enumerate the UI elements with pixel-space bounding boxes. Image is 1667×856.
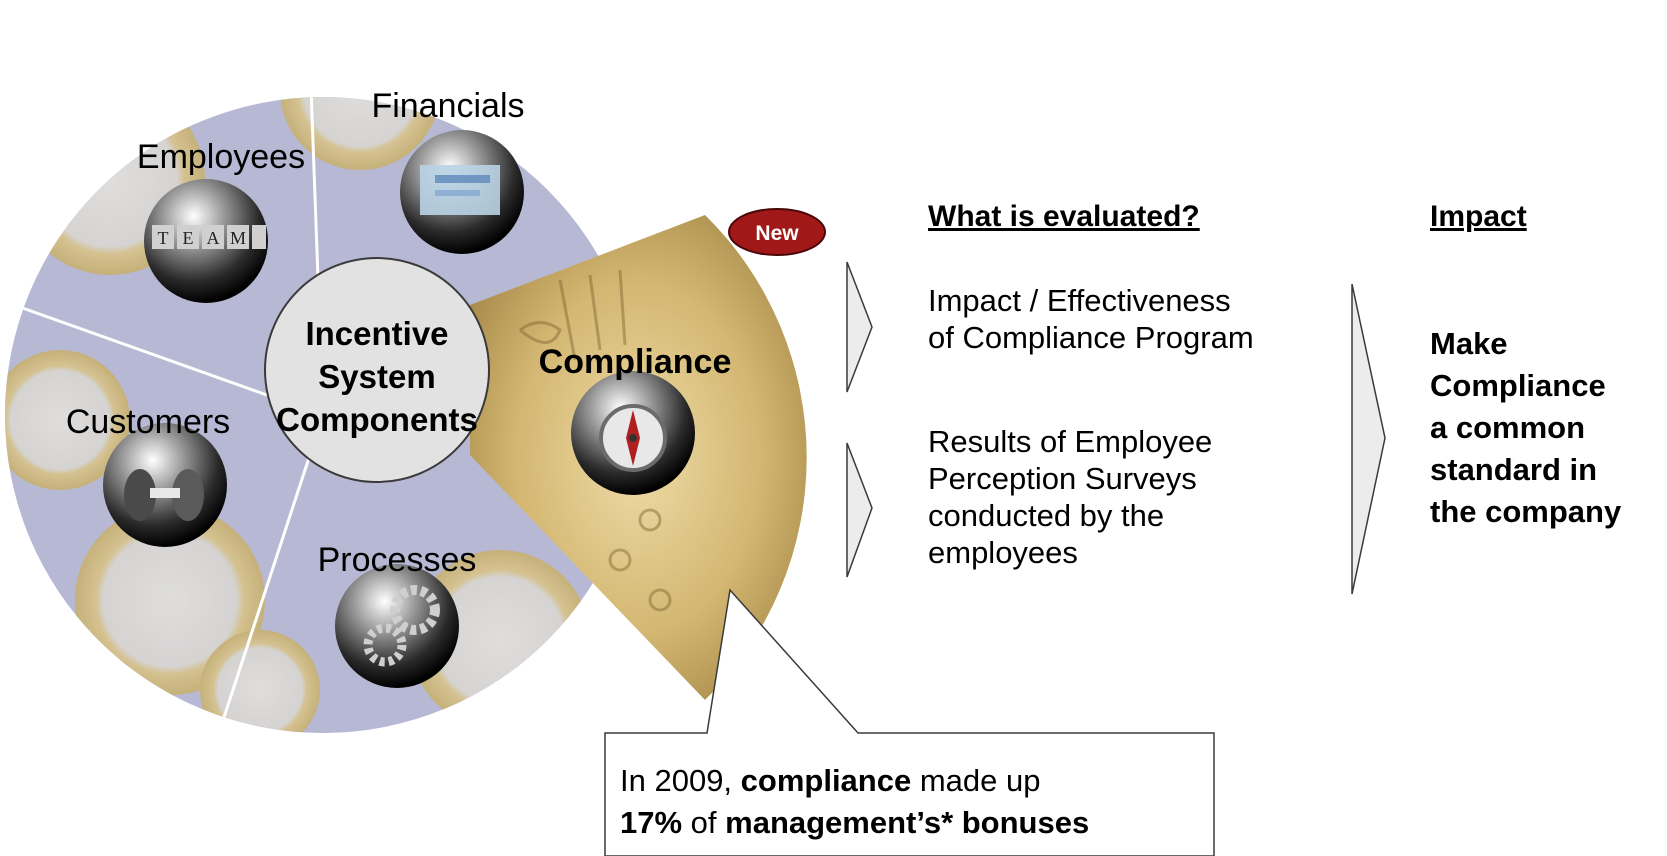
- evaluation-item-2-line-1: Results of Employee: [928, 424, 1213, 459]
- callout-bold-2: 17%: [620, 805, 683, 840]
- impact-line-1: Make: [1430, 326, 1508, 361]
- impact-line-2: Compliance: [1430, 368, 1606, 403]
- evaluation-item-1-line-1: Impact / Effectiveness: [928, 283, 1231, 318]
- segment-label-employees: Employees: [137, 138, 305, 176]
- handshake-icon: [103, 423, 227, 547]
- callout-shape: [604, 588, 1215, 856]
- evaluation-item-2-line-2: Perception Surveys: [928, 461, 1197, 496]
- evaluation-item-2-line-3: conducted by the: [928, 498, 1165, 533]
- svg-text:A: A: [207, 228, 220, 248]
- callout-text-1: In 2009,: [620, 763, 741, 798]
- segment-label-financials: Financials: [371, 87, 524, 125]
- callout-bold-3: management’s* bonuses: [725, 805, 1090, 840]
- segment-label-compliance: Compliance: [539, 343, 732, 381]
- callout-line-1: In 2009, compliance made up: [620, 760, 1220, 802]
- callout-line-2: 17% of management’s* bonuses: [620, 802, 1220, 844]
- center-label-line-3: Components: [276, 401, 478, 438]
- impact-line-3: a common: [1430, 410, 1586, 445]
- new-badge: New: [728, 208, 826, 256]
- segment-icons: T E A M: [103, 130, 695, 688]
- callout-text-3: of: [682, 805, 726, 840]
- center-label-line-2: System: [318, 358, 435, 395]
- svg-text:M: M: [230, 228, 246, 248]
- segment-label-customers: Customers: [66, 403, 230, 441]
- impact-line-5: the company: [1430, 494, 1622, 529]
- evaluation-item-2: Results of Employee Perception Surveys c…: [928, 423, 1212, 571]
- center-hub: Incentive System Components: [264, 257, 490, 483]
- callout-note: In 2009, compliance made up 17% of manag…: [620, 760, 1220, 844]
- svg-text:E: E: [183, 228, 194, 248]
- impact-statement: Make Compliance a common standard in the…: [1430, 323, 1621, 533]
- segment-label-processes: Processes: [318, 541, 477, 579]
- callout-bold-1: compliance: [740, 763, 912, 798]
- evaluation-item-1: Impact / Effectiveness of Compliance Pro…: [928, 282, 1254, 356]
- impact-heading: Impact: [1430, 200, 1527, 233]
- arrows: [846, 261, 1386, 595]
- center-label-line-1: Incentive: [305, 315, 448, 352]
- svg-text:T: T: [158, 228, 169, 248]
- documents-icon: [400, 130, 524, 254]
- impact-line-4: standard in: [1430, 452, 1598, 487]
- arrow-to-item-1: [846, 261, 873, 393]
- evaluation-heading: What is evaluated?: [928, 200, 1200, 233]
- arrow-to-item-2: [846, 442, 873, 578]
- new-badge-label: New: [755, 222, 799, 245]
- evaluation-item-1-line-2: of Compliance Program: [928, 320, 1254, 355]
- evaluation-item-2-line-4: employees: [928, 535, 1078, 570]
- callout-text-2: made up: [911, 763, 1041, 798]
- gears-icon: [335, 564, 459, 688]
- arrow-to-impact: [1351, 283, 1386, 595]
- compass-icon: [571, 371, 695, 495]
- team-blocks-icon: T E A M: [144, 179, 268, 303]
